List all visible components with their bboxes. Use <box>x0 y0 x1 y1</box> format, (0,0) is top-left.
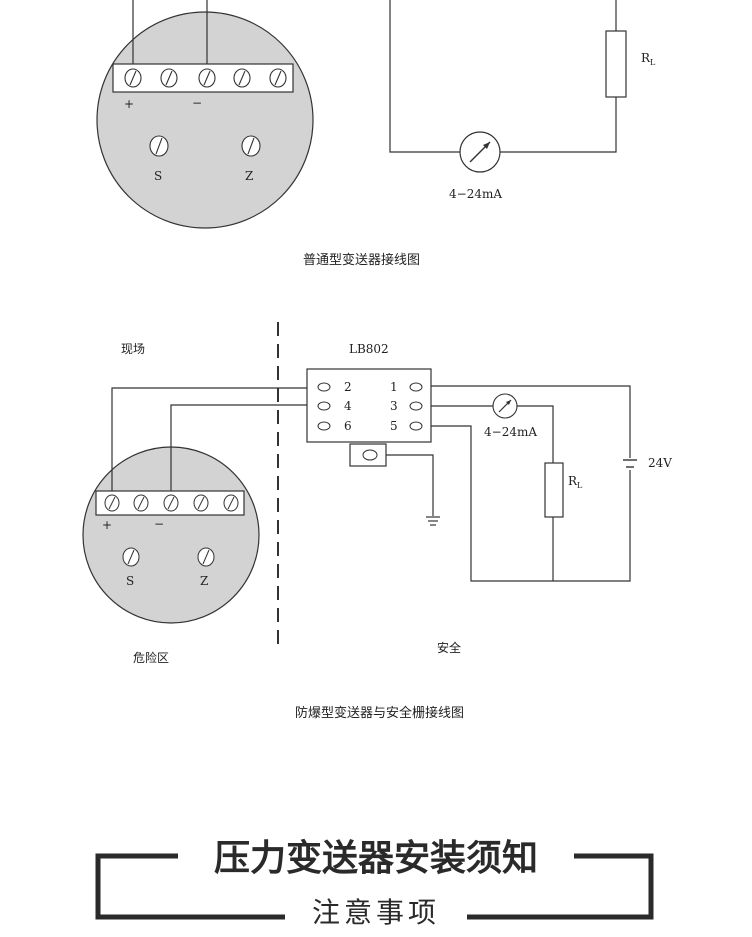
supply-wire-top <box>431 385 631 458</box>
terminal-screws <box>104 494 239 512</box>
section-subtitle: 注意事项 <box>312 896 440 929</box>
barrier-terminals-right: 1 3 5 <box>390 380 423 433</box>
terminal-screw-icon <box>198 68 216 88</box>
terminal-screws <box>124 68 287 88</box>
terminal-screw-icon <box>133 494 149 512</box>
barrier-terminal-icon <box>409 401 423 411</box>
barrier-model-label: LB802 <box>349 342 389 356</box>
barrier-terminal-label: 3 <box>390 399 398 413</box>
ground-terminal-icon <box>362 449 378 461</box>
span-label: S <box>126 574 134 588</box>
terminal-screw-icon <box>233 68 251 88</box>
diagram1-caption: 普通型变送器接线图 <box>303 252 420 268</box>
ammeter-range-label: 4−24mA <box>484 425 537 439</box>
field-area-label: 现场 <box>121 342 145 356</box>
span-screw-icon <box>122 547 140 567</box>
barrier-terminal-icon <box>317 421 331 431</box>
barrier-terminal-icon <box>409 382 423 392</box>
safe-area-label: 安全 <box>437 640 461 655</box>
ground-wire <box>386 454 434 516</box>
barrier-terminal-label: 6 <box>344 419 352 433</box>
load-resistor <box>605 30 627 98</box>
hazard-area-label: 危险区 <box>133 650 169 665</box>
wire-negative-to-barrier <box>170 404 308 494</box>
barrier-terminal-label: 4 <box>344 399 352 413</box>
loop-wire-right <box>500 97 617 153</box>
wire-positive-to-barrier <box>111 387 308 494</box>
diagram-explosion-proof-wiring: 现场 + − S Z 危险区 LB802 2 4 6 <box>82 322 672 721</box>
load-resistor-label: RL <box>568 474 583 490</box>
barrier-terminal-label: 1 <box>390 380 398 394</box>
terminal-screw-icon <box>104 494 120 512</box>
terminal-screw-icon <box>160 68 178 88</box>
barrier-terminal-label: 5 <box>390 419 398 433</box>
span-screw-icon <box>149 135 169 157</box>
diagram2-caption: 防爆型变送器与安全栅接线图 <box>295 705 464 721</box>
negative-terminal-label: − <box>192 96 202 110</box>
zero-label: Z <box>245 169 253 183</box>
supply-wire-return <box>431 425 631 582</box>
ammeter-icon <box>492 393 518 419</box>
ammeter-icon <box>459 131 501 173</box>
ammeter-range-label: 4−24mA <box>449 187 502 201</box>
supply-voltage-label: 24V <box>648 456 672 470</box>
zero-screw-icon <box>197 547 215 567</box>
terminal-screw-icon <box>269 68 287 88</box>
transmitter-housing <box>96 11 314 229</box>
header-frame-left <box>95 853 285 920</box>
negative-terminal-label: − <box>154 517 164 531</box>
positive-terminal-label: + <box>124 97 134 111</box>
barrier-terminals-left: 2 4 6 <box>317 380 352 433</box>
load-resistor <box>544 462 564 518</box>
load-resistor-label: RL <box>641 51 656 67</box>
battery-24v-icon <box>623 459 637 468</box>
header-frame-right <box>467 853 654 920</box>
barrier-terminal-icon <box>317 401 331 411</box>
positive-terminal-label: + <box>102 518 112 532</box>
signal-wire-to-load <box>517 405 554 463</box>
terminal-screw-icon <box>193 494 209 512</box>
span-label: S <box>154 169 162 183</box>
barrier-terminal-label: 2 <box>344 380 352 394</box>
terminal-screw-icon <box>223 494 239 512</box>
terminal-screw-icon <box>124 68 142 88</box>
diagram-ordinary-wiring: + − S Z RL 4−24mA 普通型变送器接线图 <box>96 0 656 268</box>
loop-wire-left <box>389 0 460 153</box>
zero-label: Z <box>200 574 208 588</box>
zero-screw-icon <box>241 135 261 157</box>
section-title: 压力变送器安装须知 <box>214 837 538 879</box>
ground-symbol-icon <box>426 516 440 526</box>
terminal-screw-icon <box>163 494 179 512</box>
barrier-terminal-icon <box>317 382 331 392</box>
section-header: 压力变送器安装须知 注意事项 <box>95 837 654 929</box>
barrier-terminal-icon <box>409 421 423 431</box>
